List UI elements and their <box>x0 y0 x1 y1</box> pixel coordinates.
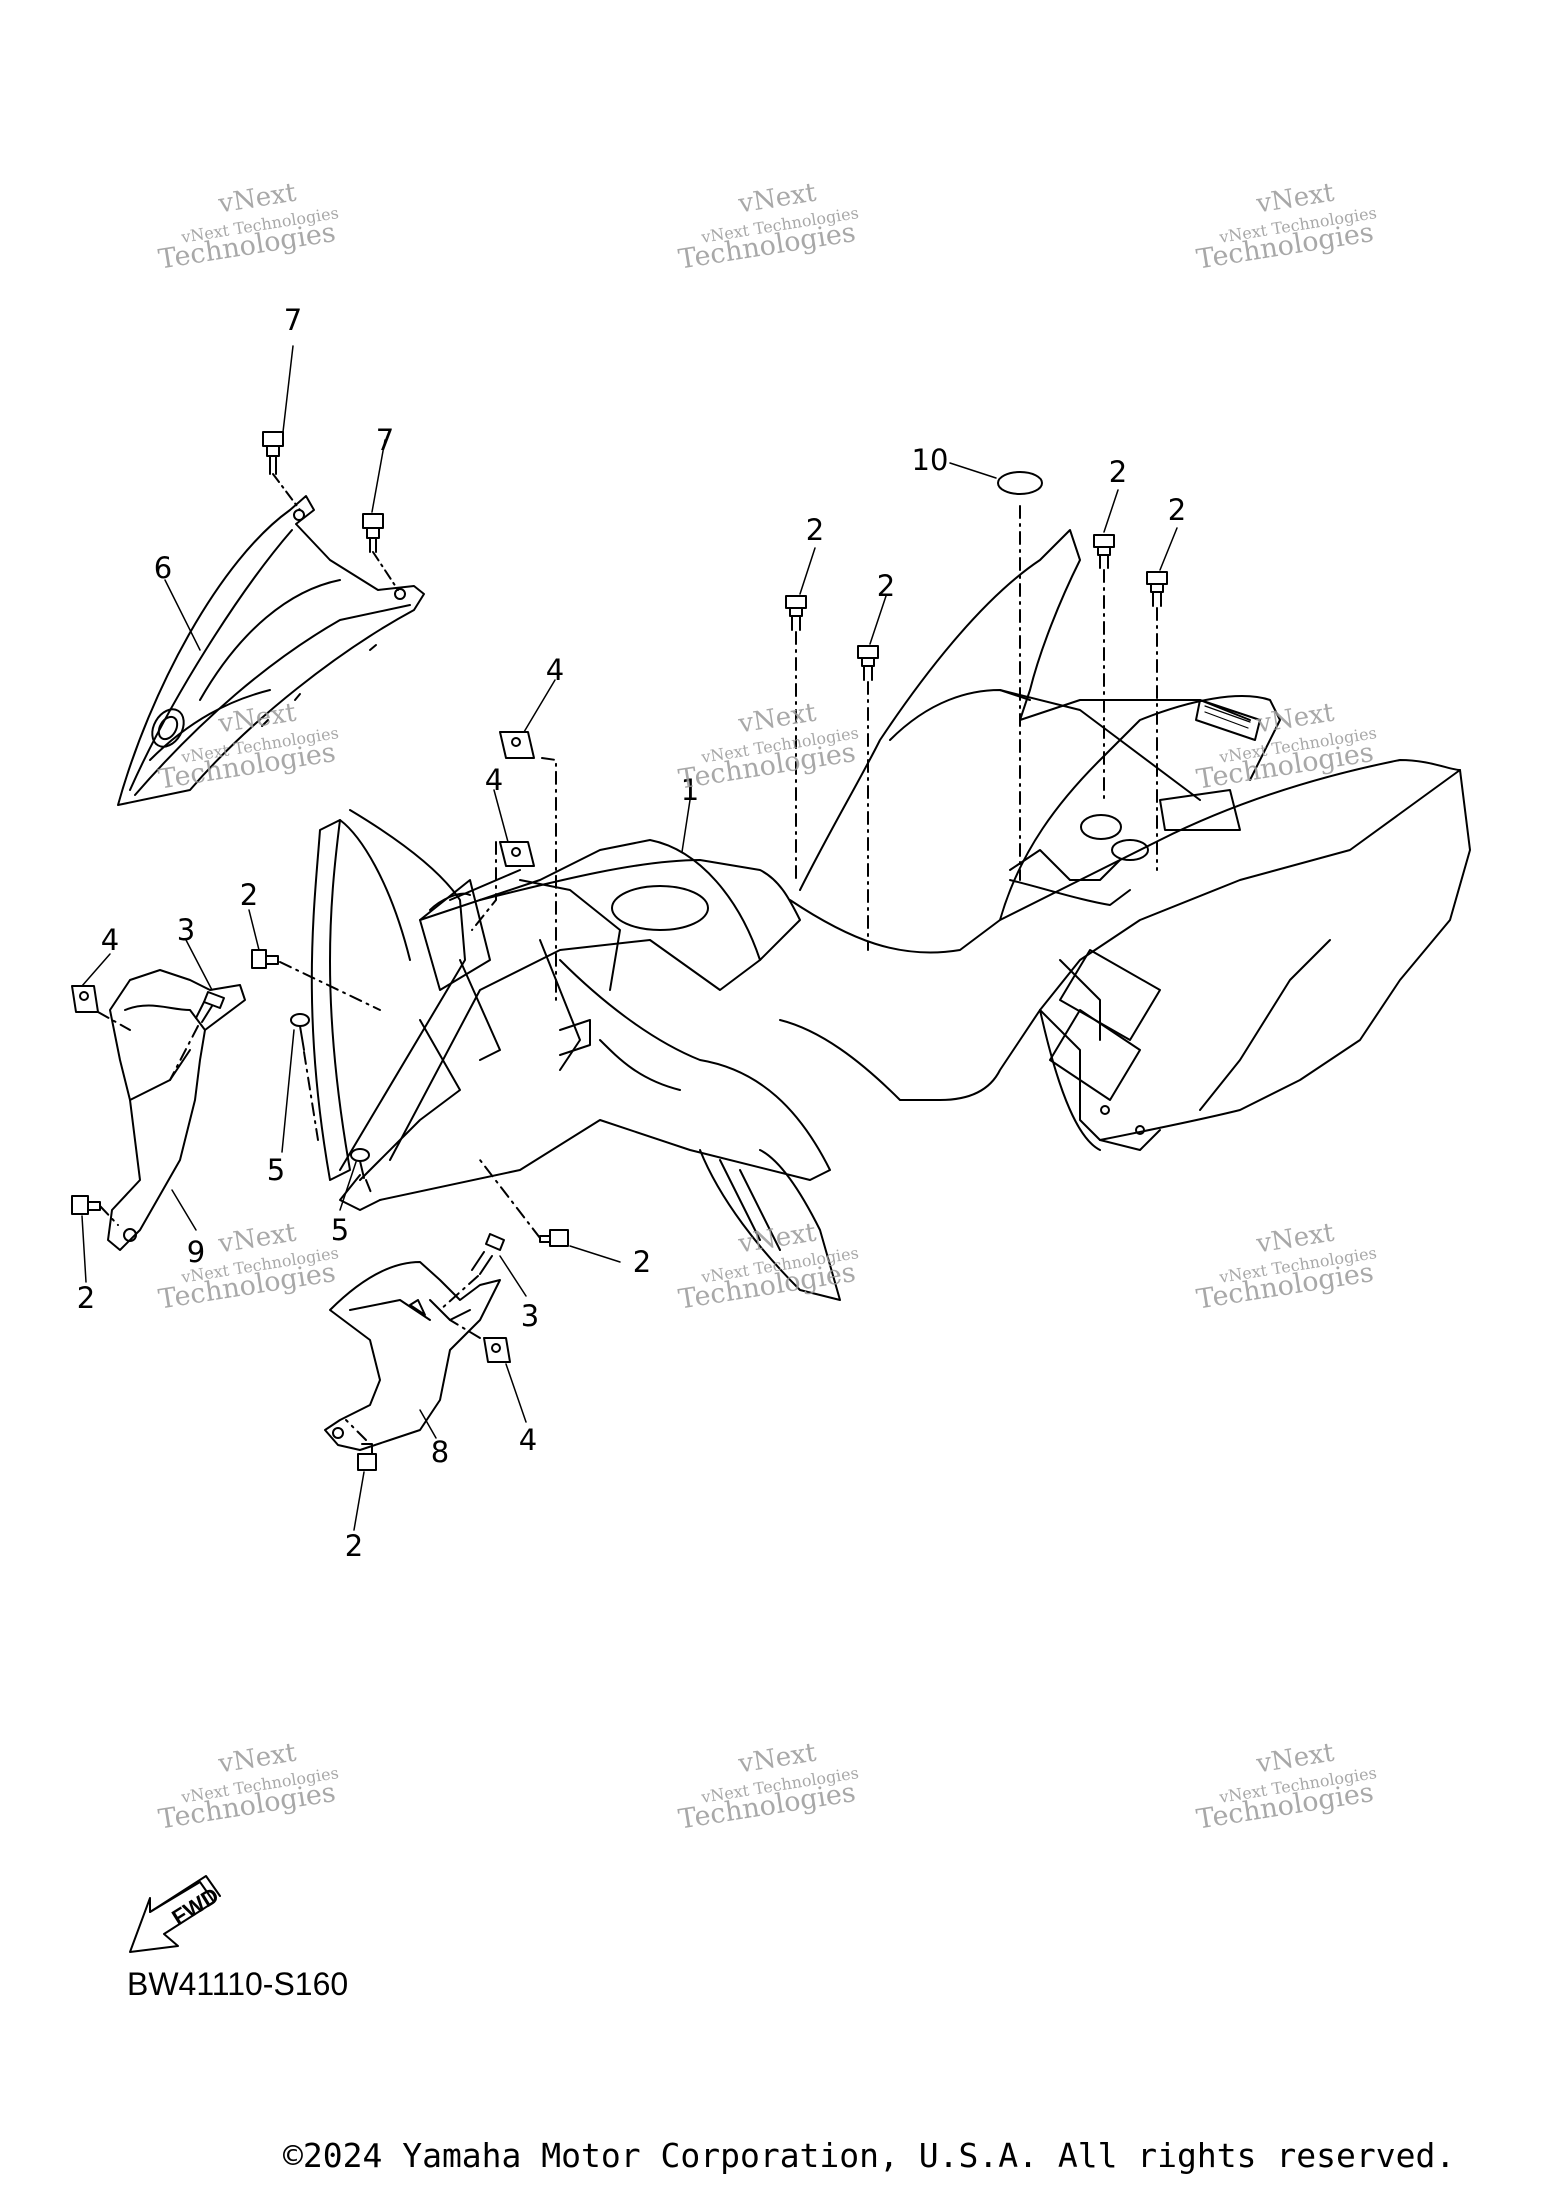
bolt-part-2-f <box>71 1195 119 1226</box>
screw-part-5-b <box>350 1148 373 1196</box>
side-cover-part-9 <box>107 969 246 1251</box>
fwd-arrow-icon <box>129 1875 221 1953</box>
bolt-part-3-a <box>169 991 225 1081</box>
callout-2: 2 <box>806 513 824 547</box>
callout-7: 7 <box>284 303 302 337</box>
callout-3: 3 <box>177 913 195 947</box>
callout-1: 1 <box>681 773 699 807</box>
callout-2: 2 <box>77 1281 95 1315</box>
clip-part-4-b <box>471 841 535 931</box>
ring-part-10 <box>997 471 1043 495</box>
callout-2: 2 <box>1109 455 1127 489</box>
bolt-part-3-b <box>439 1233 505 1311</box>
bolt-part-2-g <box>479 1159 569 1247</box>
side-cover-part-8 <box>324 1261 501 1451</box>
bolt-part-7-a <box>262 431 301 511</box>
callout-3: 3 <box>521 1299 539 1333</box>
bolt-part-2-c <box>1093 534 1115 801</box>
screw-part-5-a <box>290 1013 319 1141</box>
callout-4: 4 <box>546 653 564 687</box>
clip-part-4-d <box>449 1319 511 1363</box>
bolt-part-2-e <box>251 949 381 1011</box>
bolt-part-2-a <box>785 595 807 881</box>
clip-part-4-a <box>499 731 557 1001</box>
front-cowl-part-6 <box>117 495 425 806</box>
fender-part-1 <box>310 529 1471 1301</box>
callout-7: 7 <box>376 423 394 457</box>
callout-4: 4 <box>519 1423 537 1457</box>
callout-9: 9 <box>187 1235 205 1269</box>
bolt-part-2-d <box>1146 571 1168 871</box>
callout-5: 5 <box>267 1153 285 1187</box>
callout-2: 2 <box>877 569 895 603</box>
callout-2: 2 <box>1168 493 1186 527</box>
callout-2: 2 <box>240 878 258 912</box>
copyright-notice: ©2024 Yamaha Motor Corporation, U.S.A. A… <box>283 2136 1456 2175</box>
callout-4: 4 <box>101 923 119 957</box>
callout-10: 10 <box>912 443 949 477</box>
bolt-part-7-b <box>362 513 399 591</box>
callout-8: 8 <box>431 1435 449 1469</box>
callout-2: 2 <box>345 1529 363 1563</box>
callout-5: 5 <box>331 1213 349 1247</box>
callout-2: 2 <box>633 1245 651 1279</box>
clip-part-4-c <box>71 985 131 1031</box>
callout-6: 6 <box>154 551 172 585</box>
bolt-part-2-b <box>857 645 879 951</box>
callout-labels: 7 7 6 10 2 2 2 2 4 4 1 2 4 3 5 5 2 9 2 3 4 8 2 <box>77 303 1186 1563</box>
callout-4: 4 <box>485 763 503 797</box>
diagram-code: BW41110-S160 <box>127 1966 349 2002</box>
bolt-part-2-h <box>345 1419 377 1471</box>
